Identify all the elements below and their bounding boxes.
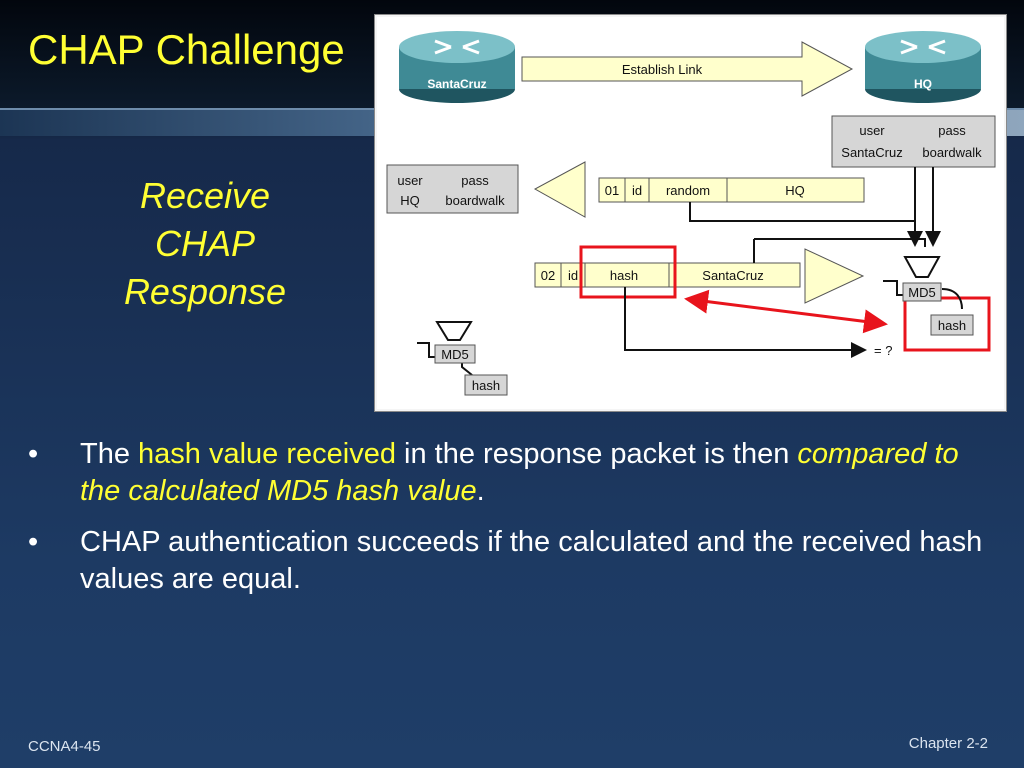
footer-course-code: CCNA4-45 bbox=[28, 738, 101, 755]
hash-box-left: hash bbox=[464, 374, 508, 396]
bullet-list: • The hash value received in the respons… bbox=[28, 436, 988, 612]
bullet-segment: in the response packet is then bbox=[395, 438, 798, 470]
bullet-italic: compared to the calculated MD5 hash valu… bbox=[80, 438, 959, 507]
bullet-marker: • bbox=[28, 438, 39, 470]
calculated-hash-highlight bbox=[903, 296, 991, 352]
footer-chapter: Chapter 2-2 bbox=[908, 735, 988, 752]
md5-label-left: MD5 bbox=[441, 347, 468, 362]
hq-user-header: user bbox=[859, 123, 885, 138]
subtitle-line: Receive bbox=[139, 175, 271, 216]
page-title: CHAP Challenge bbox=[28, 26, 345, 73]
chap-diagram: SantaCruz HQ Establish Link user pass Sa… bbox=[374, 14, 1007, 412]
md5-calculator-right-icon: MD5 bbox=[902, 256, 942, 302]
received-hash-highlight bbox=[579, 245, 677, 299]
bullet-segment: The bbox=[80, 438, 139, 470]
response-arrow-head bbox=[804, 248, 865, 304]
challenge-arrow-head bbox=[533, 161, 586, 218]
challenge-random: random bbox=[666, 183, 710, 198]
response-packet: 02 id hash SantaCruz bbox=[534, 262, 801, 288]
md5-label-right: MD5 bbox=[908, 285, 935, 300]
bullet-text: The hash value received in the response … bbox=[80, 438, 959, 507]
challenge-code: 01 bbox=[605, 183, 619, 198]
hash-box-right: hash bbox=[930, 314, 974, 336]
router-santacruz-label: SantaCruz bbox=[427, 77, 486, 91]
establish-link-arrow: Establish Link bbox=[521, 41, 854, 97]
sc-user-value: HQ bbox=[400, 193, 420, 208]
compare-arrow bbox=[684, 289, 888, 334]
establish-link-label: Establish Link bbox=[622, 62, 703, 77]
challenge-name: HQ bbox=[785, 183, 805, 198]
router-santacruz-icon: SantaCruz bbox=[399, 31, 515, 103]
slide-subtitle: Receive CHAP Response bbox=[90, 172, 320, 316]
response-id: id bbox=[568, 268, 578, 283]
subtitle-line: Response bbox=[123, 271, 287, 312]
sc-pass-value: boardwalk bbox=[445, 193, 505, 208]
flow-connectors bbox=[417, 167, 963, 376]
md5-calculator-left-icon: MD5 bbox=[434, 321, 476, 364]
challenge-packet: 01 id random HQ bbox=[598, 177, 865, 203]
compare-label: = ? bbox=[874, 343, 892, 358]
bullet-segment: . bbox=[476, 475, 485, 507]
router-hq-icon: HQ bbox=[865, 31, 981, 103]
santacruz-credentials-table: user pass HQ boardwalk bbox=[386, 164, 519, 214]
response-hash: hash bbox=[610, 268, 638, 283]
hq-pass-header: pass bbox=[938, 123, 966, 138]
bullet-marker: • bbox=[28, 526, 39, 558]
response-code: 02 bbox=[541, 268, 555, 283]
hash-label-right: hash bbox=[938, 318, 966, 333]
bullet-highlight: hash value received bbox=[138, 438, 396, 470]
hash-label-left: hash bbox=[472, 378, 500, 393]
response-name: SantaCruz bbox=[702, 268, 763, 283]
bullet-item: • CHAP authentication succeeds if the ca… bbox=[28, 524, 988, 598]
sc-pass-header: pass bbox=[461, 173, 489, 188]
hq-pass-value: boardwalk bbox=[922, 145, 982, 160]
router-hq-label: HQ bbox=[914, 77, 932, 91]
challenge-id: id bbox=[632, 183, 642, 198]
subtitle-line: CHAP bbox=[154, 223, 256, 264]
hq-user-value: SantaCruz bbox=[841, 145, 902, 160]
chap-diagram-svg: SantaCruz HQ Establish Link user pass Sa… bbox=[386, 31, 996, 396]
hq-credentials-table: user pass SantaCruz boardwalk bbox=[831, 115, 996, 168]
bullet-item: • The hash value received in the respons… bbox=[28, 436, 988, 510]
sc-user-header: user bbox=[397, 173, 423, 188]
bullet-text: CHAP authentication succeeds if the calc… bbox=[80, 526, 983, 595]
